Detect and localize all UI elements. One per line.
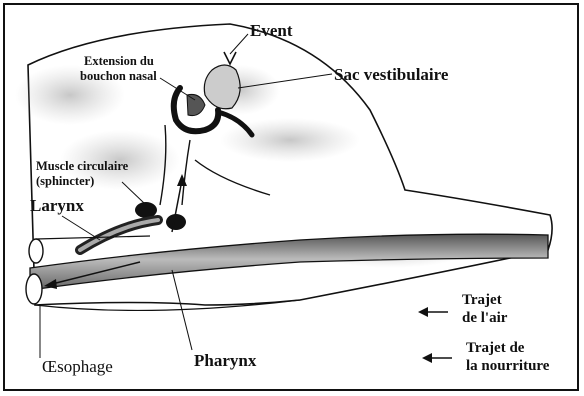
legend-food-line2: la nourriture: [466, 358, 549, 375]
label-pharynx: Pharynx: [194, 352, 256, 370]
legend-air-arrow-head: [418, 307, 428, 317]
legend-food-line1: Trajet de: [466, 340, 524, 357]
label-larynx: Larynx: [30, 197, 84, 215]
label-muscle-line2: (sphincter): [36, 175, 94, 188]
label-vestibular-sac: Sac vestibulaire: [334, 66, 448, 84]
legend-food-arrow-head: [422, 353, 432, 363]
legend-air-line1: Trajet: [462, 292, 502, 309]
label-muscle-line1: Muscle circulaire: [36, 160, 128, 173]
label-event: Event: [250, 22, 293, 40]
legend-air-line2: de l'air: [462, 310, 507, 327]
tube-end-top: [29, 239, 43, 263]
label-extension-line2: bouchon nasal: [80, 70, 157, 83]
label-oesophagus: Œsophage: [42, 358, 113, 376]
label-extension-line1: Extension du: [84, 55, 154, 68]
tube-end-bottom: [26, 274, 42, 304]
sphincter-right: [166, 214, 186, 230]
